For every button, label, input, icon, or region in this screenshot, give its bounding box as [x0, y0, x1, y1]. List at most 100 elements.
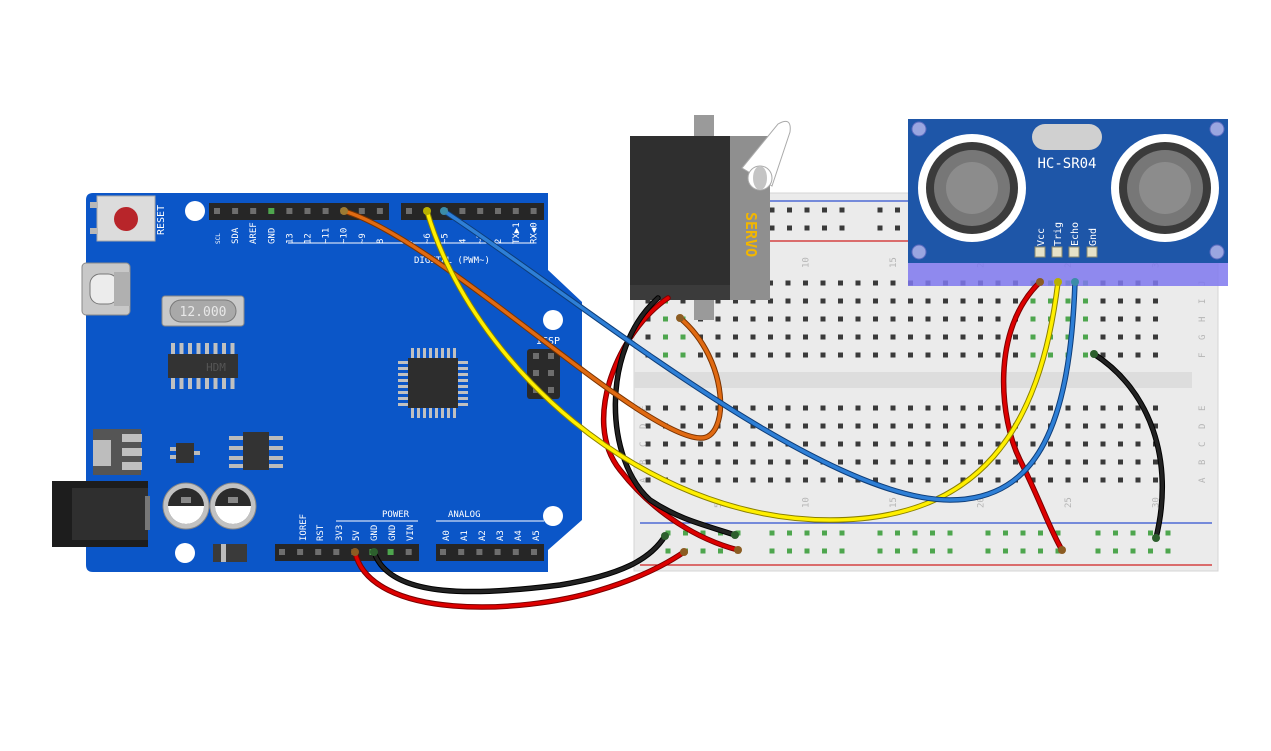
breadboard-hole[interactable] [715, 334, 721, 340]
breadboard-hole[interactable] [838, 405, 843, 411]
breadboard-hole[interactable] [1083, 423, 1088, 429]
breadboard-hole[interactable] [1153, 459, 1158, 465]
breadboard-hole[interactable] [995, 441, 1001, 447]
rail-hole[interactable] [839, 225, 845, 231]
breadboard-hole[interactable] [1083, 298, 1088, 304]
breadboard-hole[interactable] [1153, 405, 1158, 411]
breadboard-hole[interactable] [733, 316, 738, 322]
header-pin[interactable] [232, 208, 239, 214]
breadboard-hole[interactable] [680, 477, 686, 483]
breadboard-hole[interactable] [838, 441, 843, 447]
breadboard-hole[interactable] [768, 459, 773, 465]
breadboard-hole[interactable] [733, 477, 738, 483]
breadboard-hole[interactable] [1030, 405, 1036, 411]
header-pin[interactable] [477, 208, 484, 214]
breadboard-hole[interactable] [960, 477, 966, 483]
breadboard-hole[interactable] [663, 405, 668, 411]
breadboard-hole[interactable] [1135, 352, 1141, 358]
breadboard-hole[interactable] [663, 459, 668, 465]
rail-hole[interactable] [787, 225, 792, 231]
breadboard-hole[interactable] [1118, 405, 1123, 411]
breadboard-hole[interactable] [768, 405, 773, 411]
header-pin[interactable] [459, 208, 466, 214]
rail-hole[interactable] [877, 207, 883, 213]
breadboard-hole[interactable] [715, 441, 721, 447]
breadboard-hole[interactable] [1065, 423, 1071, 429]
rail-hole[interactable] [804, 548, 810, 554]
breadboard-hole[interactable] [1083, 334, 1088, 340]
breadboard-hole[interactable] [925, 405, 931, 411]
breadboard-hole[interactable] [908, 441, 913, 447]
breadboard-hole[interactable] [820, 316, 826, 322]
breadboard-hole[interactable] [960, 459, 966, 465]
breadboard-hole[interactable] [803, 405, 808, 411]
breadboard-hole[interactable] [645, 334, 651, 340]
breadboard-hole[interactable] [768, 441, 773, 447]
rail-hole[interactable] [912, 530, 918, 536]
rail-hole[interactable] [665, 548, 671, 554]
breadboard-hole[interactable] [873, 352, 878, 358]
breadboard-hole[interactable] [1030, 441, 1036, 447]
breadboard-hole[interactable] [663, 334, 668, 340]
breadboard-hole[interactable] [908, 459, 913, 465]
breadboard-hole[interactable] [890, 441, 896, 447]
breadboard-hole[interactable] [1153, 298, 1158, 304]
breadboard-hole[interactable] [925, 352, 931, 358]
breadboard-hole[interactable] [908, 477, 913, 483]
breadboard-hole[interactable] [873, 423, 878, 429]
breadboard-hole[interactable] [995, 405, 1001, 411]
breadboard-hole[interactable] [1135, 298, 1141, 304]
breadboard-hole[interactable] [768, 280, 773, 286]
breadboard-hole[interactable] [698, 477, 703, 483]
breadboard-hole[interactable] [645, 405, 651, 411]
sensor-pin[interactable] [1068, 246, 1080, 258]
breadboard-hole[interactable] [1065, 316, 1071, 322]
header-pin[interactable] [297, 549, 304, 555]
header-pin[interactable] [376, 208, 383, 214]
breadboard-hole[interactable] [820, 423, 826, 429]
breadboard-hole[interactable] [1013, 352, 1018, 358]
breadboard-hole[interactable] [1030, 316, 1036, 322]
breadboard-hole[interactable] [978, 459, 983, 465]
breadboard-hole[interactable] [1100, 459, 1106, 465]
breadboard-hole[interactable] [1030, 334, 1036, 340]
breadboard-hole[interactable] [768, 352, 773, 358]
rail-hole[interactable] [769, 207, 775, 213]
breadboard-hole[interactable] [1135, 423, 1141, 429]
rail-hole[interactable] [1113, 548, 1118, 554]
breadboard-hole[interactable] [873, 298, 878, 304]
breadboard-hole[interactable] [680, 352, 686, 358]
breadboard-hole[interactable] [785, 352, 791, 358]
breadboard-hole[interactable] [925, 441, 931, 447]
breadboard-hole[interactable] [960, 316, 966, 322]
rail-hole[interactable] [1130, 548, 1136, 554]
breadboard-hole[interactable] [1065, 459, 1071, 465]
breadboard-hole[interactable] [750, 477, 756, 483]
sensor-pin[interactable] [1086, 246, 1098, 258]
breadboard-hole[interactable] [925, 477, 931, 483]
breadboard-hole[interactable] [680, 298, 686, 304]
breadboard-hole[interactable] [838, 280, 843, 286]
header-pin[interactable] [358, 208, 365, 214]
header-pin[interactable] [214, 208, 220, 214]
breadboard-hole[interactable] [733, 423, 738, 429]
rail-hole[interactable] [895, 548, 900, 554]
header-pin[interactable] [531, 549, 537, 555]
breadboard-hole[interactable] [663, 441, 668, 447]
breadboard-hole[interactable] [995, 298, 1001, 304]
breadboard-hole[interactable] [978, 334, 983, 340]
breadboard-hole[interactable] [820, 280, 826, 286]
breadboard-hole[interactable] [855, 405, 861, 411]
breadboard-hole[interactable] [698, 405, 703, 411]
rail-hole[interactable] [912, 548, 918, 554]
breadboard-hole[interactable] [1065, 405, 1071, 411]
header-pin[interactable] [279, 549, 285, 555]
breadboard-hole[interactable] [803, 352, 808, 358]
breadboard-hole[interactable] [663, 316, 668, 322]
header-pin[interactable] [494, 549, 501, 555]
rail-hole[interactable] [839, 548, 845, 554]
breadboard-hole[interactable] [1118, 352, 1123, 358]
breadboard-hole[interactable] [1100, 441, 1106, 447]
breadboard-hole[interactable] [820, 405, 826, 411]
breadboard-hole[interactable] [855, 334, 861, 340]
